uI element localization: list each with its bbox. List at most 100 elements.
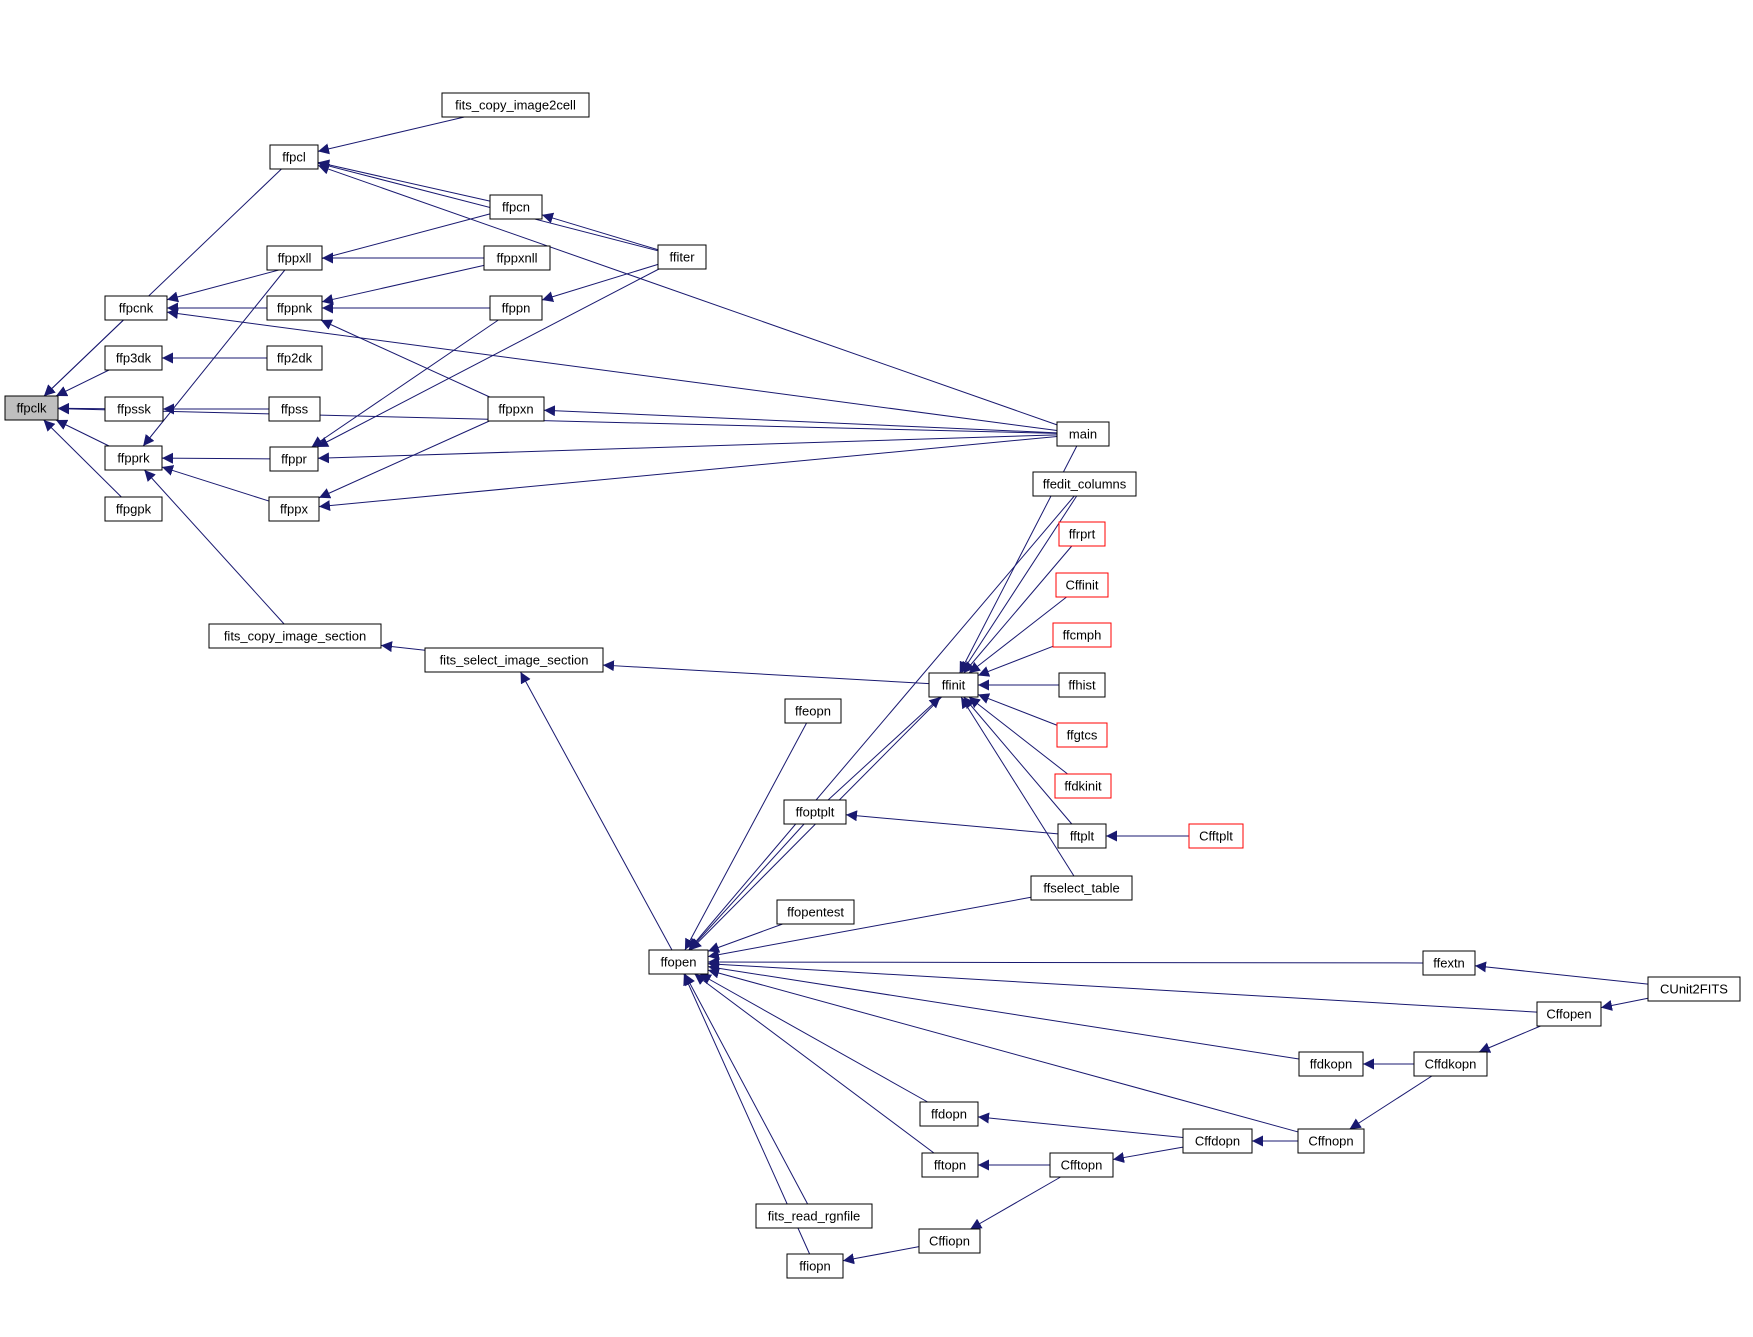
- node-box: [928, 672, 979, 698]
- node-box: [104, 496, 163, 522]
- node-ffpssk[interactable]: ffpssk: [104, 396, 164, 422]
- node-box: [1056, 421, 1110, 447]
- node-box: [208, 623, 382, 649]
- node-ffpclk[interactable]: ffpclk: [4, 395, 59, 421]
- edge-Cffiopn-to-ffiopn: [842, 1246, 920, 1265]
- node-box: [783, 799, 847, 825]
- node-label: ffppxll: [278, 251, 312, 266]
- node-Cfftopn[interactable]: Cfftopn: [1049, 1152, 1114, 1178]
- edge-ffopen-to-fits_select_image_section: [520, 671, 673, 951]
- node-ffp3dk[interactable]: ffp3dk: [104, 345, 163, 371]
- node-Cffnopn[interactable]: Cffnopn: [1297, 1128, 1365, 1154]
- node-fits_select_image_section[interactable]: fits_select_image_section: [424, 647, 604, 673]
- node-label: ffiter: [669, 250, 695, 265]
- node-fits_read_rgnfile[interactable]: fits_read_rgnfile: [755, 1203, 873, 1229]
- node-box: [1058, 521, 1106, 547]
- node-box: [104, 295, 168, 321]
- node-box: [918, 1228, 981, 1254]
- edge-Cfftopn-to-Cffiopn: [970, 1176, 1061, 1230]
- edge-ffgtcs-to-ffinit: [977, 693, 1058, 726]
- edge-ffrprt-to-ffinit: [963, 545, 1073, 674]
- node-ffpcl[interactable]: ffpcl: [269, 144, 319, 170]
- node-box: [104, 396, 164, 422]
- node-label: ffopen: [661, 955, 697, 970]
- node-Cffdopn[interactable]: Cffdopn: [1182, 1128, 1253, 1154]
- edge-ffpgpk-to-ffpclk: [43, 419, 122, 498]
- edge-ffppxn-to-ffppnk: [320, 319, 490, 398]
- node-ffrprt[interactable]: ffrprt: [1058, 521, 1106, 547]
- node-ffpss[interactable]: ffpss: [268, 396, 321, 422]
- node-Cffiopn[interactable]: Cffiopn: [918, 1228, 981, 1254]
- node-label: ffextn: [1433, 956, 1465, 971]
- node-CUnit2FITS[interactable]: CUnit2FITS: [1647, 976, 1741, 1002]
- node-ffopentest[interactable]: ffopentest: [776, 899, 855, 925]
- edge-fits_copy_image_section-to-ffpprk: [144, 469, 285, 625]
- node-ffdkinit[interactable]: ffdkinit: [1054, 773, 1112, 799]
- node-ffeopn[interactable]: ffeopn: [784, 698, 842, 724]
- node-label: ffp3dk: [116, 351, 152, 366]
- node-box: [921, 1152, 979, 1178]
- node-ffedit_columns[interactable]: ffedit_columns: [1032, 471, 1137, 497]
- node-ffhist[interactable]: ffhist: [1058, 672, 1106, 698]
- node-box: [1052, 622, 1112, 648]
- node-ffpcn[interactable]: ffpcn: [489, 194, 543, 220]
- node-ffppxll[interactable]: ffppxll: [266, 245, 323, 271]
- node-label: Cffinit: [1066, 578, 1099, 593]
- edge-ffiter-to-ffppr: [316, 268, 660, 448]
- node-ffcmph[interactable]: ffcmph: [1052, 622, 1112, 648]
- node-ffppxnll[interactable]: ffppxnll: [483, 245, 551, 271]
- node-label: ffinit: [942, 678, 966, 693]
- node-main[interactable]: main: [1056, 421, 1110, 447]
- node-label: ffppn: [502, 301, 531, 316]
- node-box: [441, 92, 590, 118]
- node-ffpcnk[interactable]: ffpcnk: [104, 295, 168, 321]
- node-label: ffiopn: [799, 1259, 831, 1274]
- node-fits_copy_image2cell[interactable]: fits_copy_image2cell: [441, 92, 590, 118]
- node-label: ffdkinit: [1064, 779, 1102, 794]
- edge-ffp3dk-to-ffpclk: [55, 369, 110, 397]
- edge-fftplt-to-ffinit: [963, 696, 1073, 825]
- node-ffppx[interactable]: ffppx: [268, 496, 320, 522]
- node-box: [1032, 471, 1137, 497]
- node-ffppn[interactable]: ffppn: [489, 295, 543, 321]
- node-Cffdkopn[interactable]: Cffdkopn: [1413, 1051, 1488, 1077]
- node-fits_copy_image_section[interactable]: fits_copy_image_section: [208, 623, 382, 649]
- node-label: ffpcl: [282, 150, 306, 165]
- node-Cfftplt[interactable]: Cfftplt: [1188, 823, 1244, 849]
- edge-main-to-ffppxn: [543, 405, 1058, 434]
- node-ffdopn[interactable]: ffdopn: [919, 1101, 979, 1127]
- edge-main-to-ffpcnk: [166, 308, 1058, 432]
- node-ffopen[interactable]: ffopen: [648, 949, 709, 975]
- node-fftopn[interactable]: fftopn: [921, 1152, 979, 1178]
- node-Cffopen[interactable]: Cffopen: [1536, 1001, 1602, 1027]
- node-ffpprk[interactable]: ffpprk: [104, 445, 163, 471]
- node-box: [1030, 875, 1133, 901]
- node-fftplt[interactable]: fftplt: [1057, 823, 1107, 849]
- node-label: ffgtcs: [1067, 728, 1098, 743]
- node-ffdkopn[interactable]: ffdkopn: [1298, 1051, 1364, 1077]
- node-ffiter[interactable]: ffiter: [657, 244, 707, 270]
- node-ffiopn[interactable]: ffiopn: [786, 1253, 844, 1279]
- node-ffppnk[interactable]: ffppnk: [266, 295, 323, 321]
- node-ffpgpk[interactable]: ffpgpk: [104, 496, 163, 522]
- node-box: [1056, 722, 1108, 748]
- node-Cffinit[interactable]: Cffinit: [1055, 572, 1109, 598]
- node-ffgtcs[interactable]: ffgtcs: [1056, 722, 1108, 748]
- node-ffoptplt[interactable]: ffoptplt: [783, 799, 847, 825]
- node-ffppxn[interactable]: ffppxn: [487, 396, 545, 422]
- node-ffinit[interactable]: ffinit: [928, 672, 979, 698]
- node-ffp2dk[interactable]: ffp2dk: [266, 345, 323, 371]
- node-box: [266, 345, 323, 371]
- node-box: [104, 445, 163, 471]
- node-label: main: [1069, 427, 1097, 442]
- edge-main-to-ffpclk: [57, 403, 1058, 434]
- node-label: fftopn: [934, 1158, 966, 1173]
- node-ffextn[interactable]: ffextn: [1422, 950, 1476, 976]
- node-box: [776, 899, 855, 925]
- edge-ffdkinit-to-ffinit: [968, 696, 1068, 775]
- node-ffppr[interactable]: ffppr: [269, 446, 319, 472]
- edge-fftplt-to-ffoptplt: [845, 810, 1059, 835]
- node-label: Cfftopn: [1061, 1158, 1103, 1173]
- node-label: Cffdopn: [1195, 1134, 1240, 1149]
- node-ffselect_table[interactable]: ffselect_table: [1030, 875, 1133, 901]
